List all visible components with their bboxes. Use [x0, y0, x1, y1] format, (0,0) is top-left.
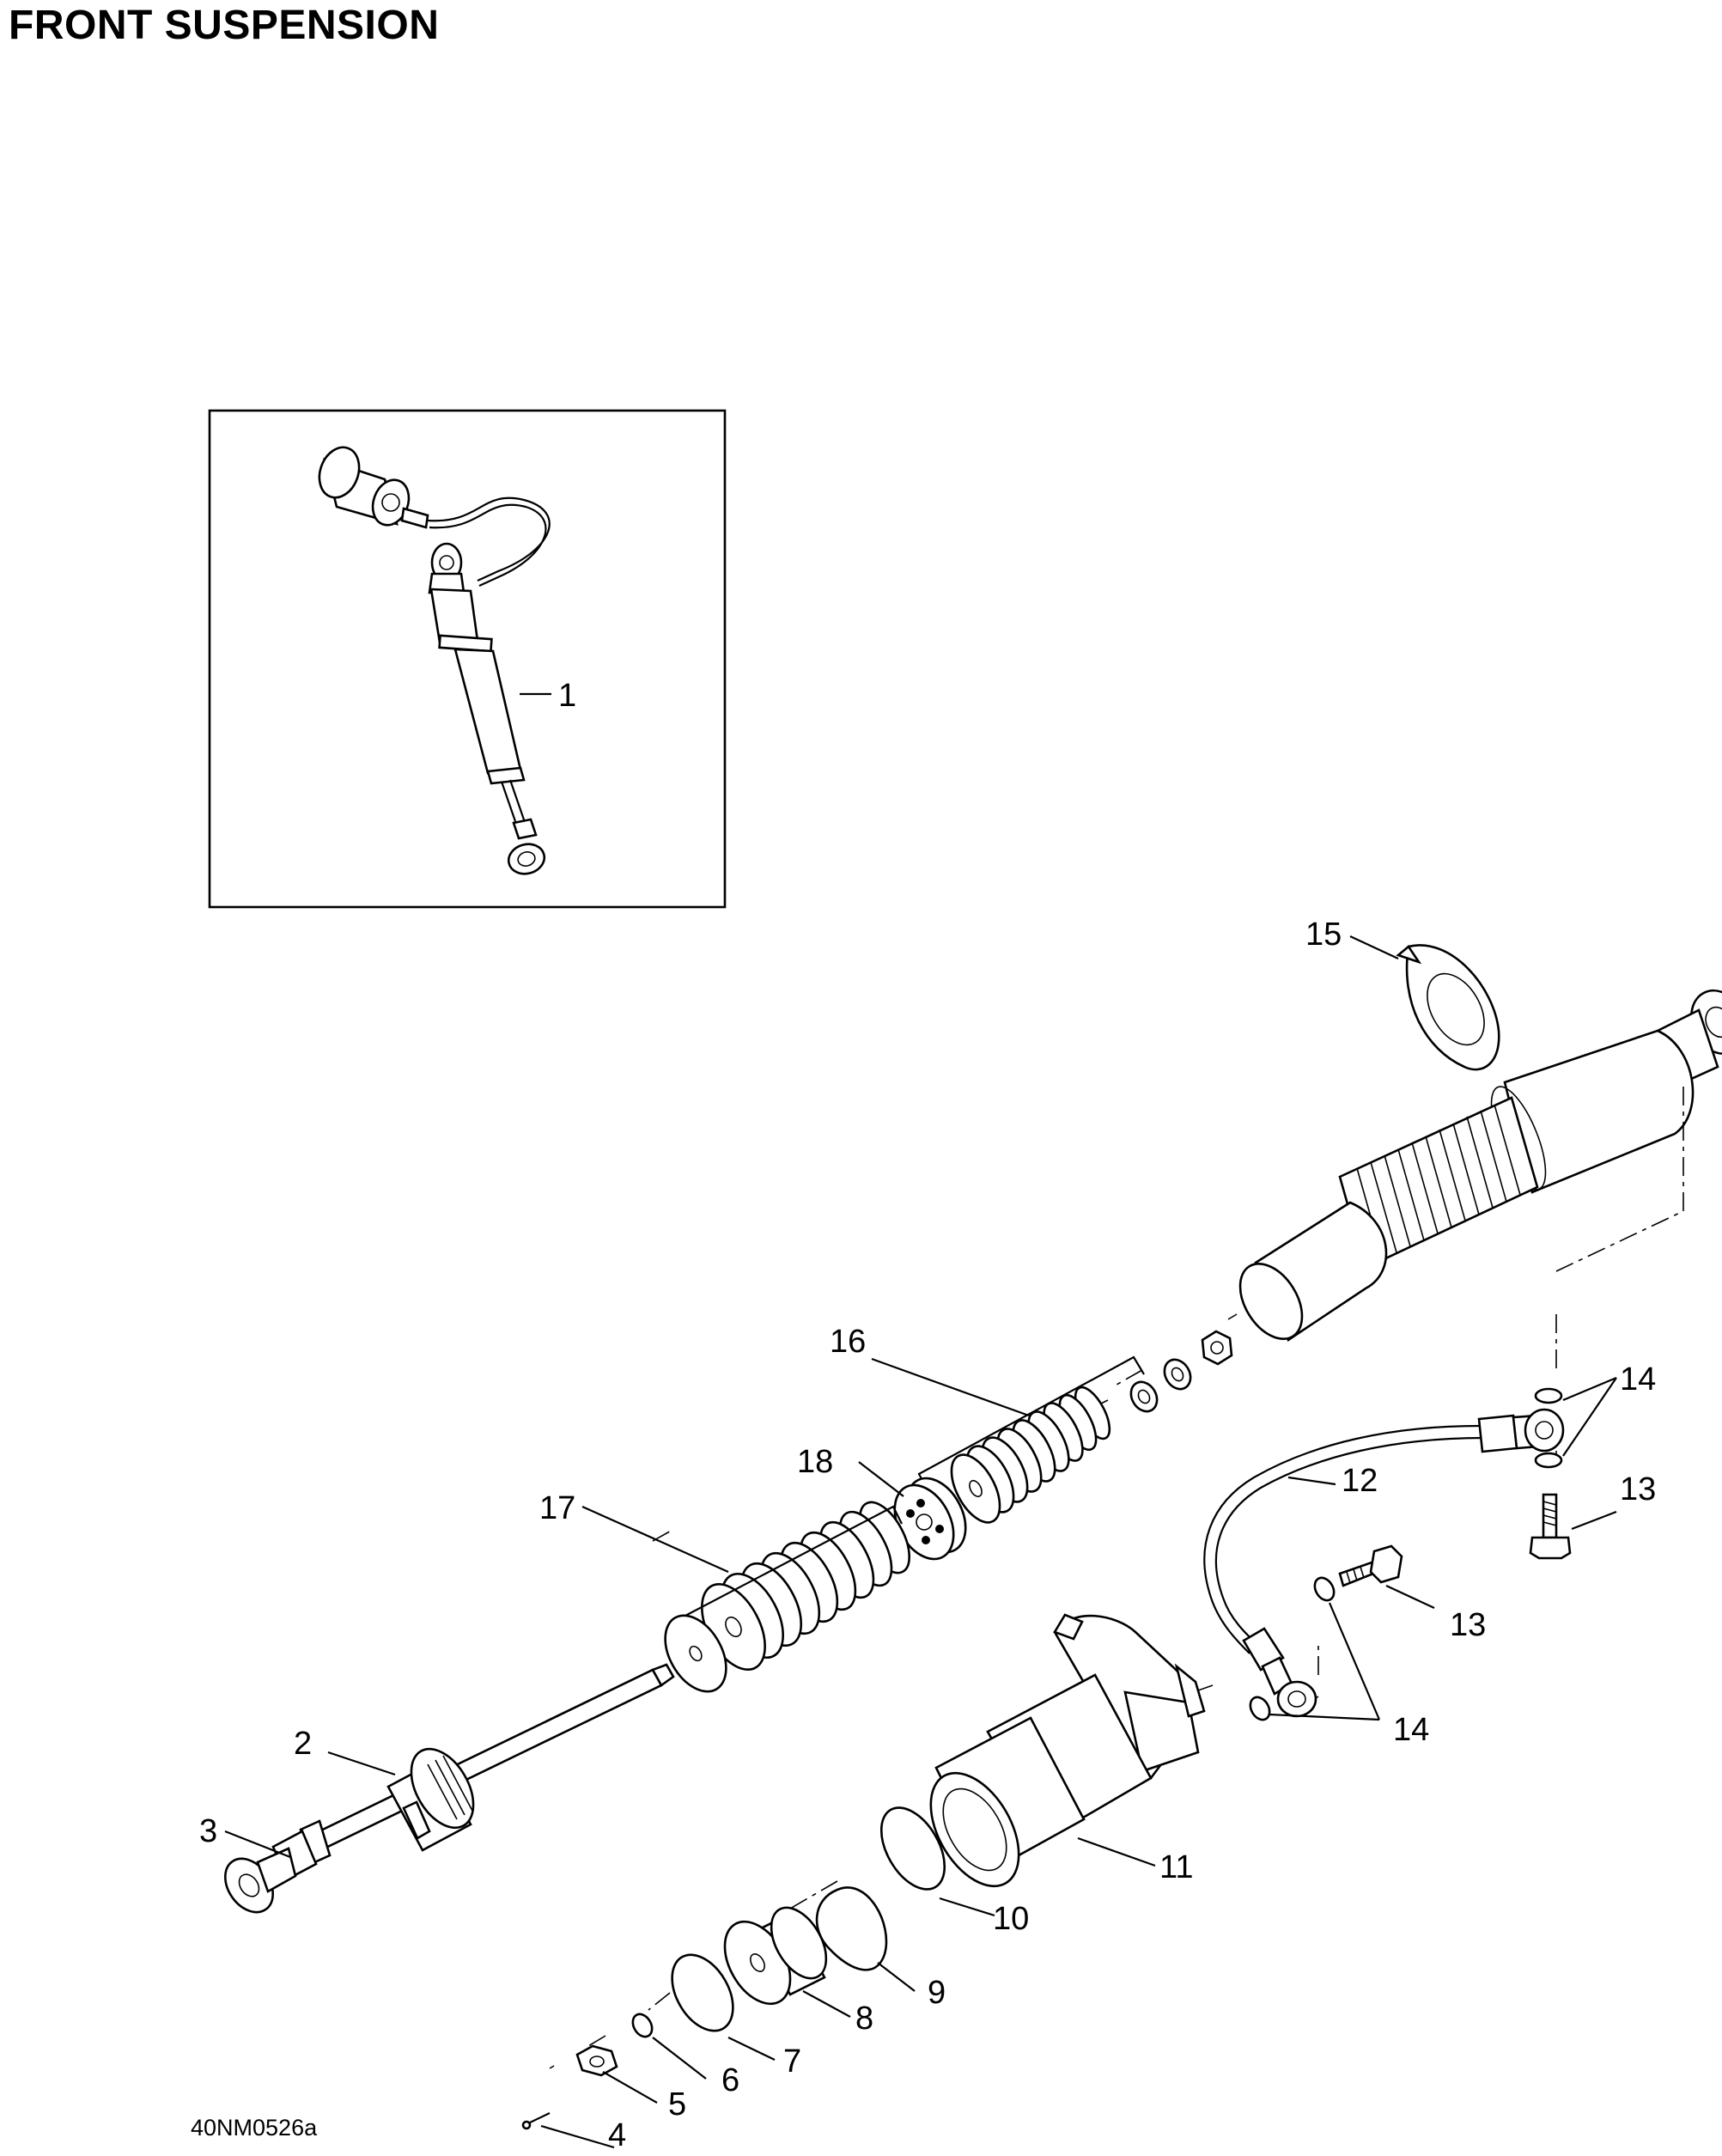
callout-11: 11 [1159, 1849, 1193, 1885]
part-7-o-ring [671, 1953, 734, 2032]
callout-5: 5 [668, 2086, 686, 2123]
nut-washers [1129, 1330, 1233, 1413]
part-9-snap-ring [815, 1886, 888, 1971]
inset-shock-assembly [208, 409, 727, 909]
part-6-small-o-ring [631, 2013, 654, 2038]
callout-14-upper: 14 [1620, 1361, 1656, 1398]
part-16-shim-stack [950, 1386, 1111, 1524]
inset-shock-body [428, 542, 546, 875]
part-17-shim-stack [701, 1501, 910, 1672]
part-15-clip [1396, 944, 1500, 1071]
callout-16: 16 [830, 1324, 866, 1360]
callout-13-lower: 13 [1450, 1607, 1486, 1643]
part-4-screw [521, 2112, 551, 2130]
part-10-o-ring [879, 1806, 946, 1891]
callout-14-lower: 14 [1393, 1712, 1429, 1748]
callout-9: 9 [928, 1975, 946, 2011]
figure-code: 40NM0526a [191, 2115, 318, 2141]
inset-reservoir [318, 446, 429, 529]
shaft-assembly [224, 1663, 675, 1914]
callout-2: 2 [294, 1726, 312, 1762]
callout-4: 4 [608, 2117, 626, 2153]
part-3-rod-eye [224, 1819, 332, 1914]
callout-12: 12 [1342, 1463, 1378, 1499]
part-8-cap [723, 1906, 828, 2006]
callout-15: 15 [1305, 917, 1342, 953]
callout-8: 8 [855, 2001, 873, 2037]
callout-6: 6 [721, 2062, 739, 2098]
part-13-bolt-upper [1529, 1493, 1572, 1560]
large-washer [664, 1614, 727, 1693]
part-2-bearing-cap [386, 1747, 475, 1852]
callout-17: 17 [539, 1490, 575, 1526]
callout-13-upper: 13 [1620, 1471, 1656, 1507]
callout-1: 1 [558, 678, 576, 714]
part-5-valve [575, 2044, 618, 2077]
part-12-hose [1203, 1408, 1565, 1718]
callout-18: 18 [797, 1444, 833, 1480]
part-13-bolt-lower [1338, 1544, 1403, 1587]
part-11-reservoir [929, 1613, 1206, 1888]
page-title: FRONT SUSPENSION [9, 3, 440, 48]
shock-body [1238, 989, 1722, 1342]
callout-10: 10 [993, 1901, 1029, 1937]
callout-7: 7 [783, 2043, 801, 2080]
callout-3: 3 [199, 1813, 217, 1849]
part-14-washers [1249, 1387, 1563, 1721]
part-18-piston [893, 1477, 967, 1561]
